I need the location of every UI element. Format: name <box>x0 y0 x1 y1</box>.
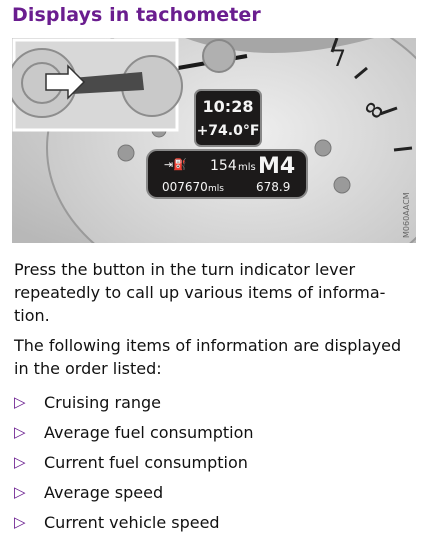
odometer-value: 007670 <box>162 180 208 194</box>
list-item: ▷ Average speed <box>14 477 254 507</box>
list-item: ▷ Current vehicle speed <box>14 507 254 537</box>
dial-number-7: 7 <box>332 47 346 72</box>
list-item-label: Average speed <box>44 482 164 502</box>
list-item: ▷ Current fuel consumption <box>14 447 254 477</box>
information-items-list: ▷ Cruising range ▷ Average fuel consumpt… <box>14 387 254 537</box>
bullet-triangle-icon: ▷ <box>14 393 26 411</box>
bullet-triangle-icon: ▷ <box>14 483 26 501</box>
needle-hub <box>202 39 236 73</box>
instrument-cluster-illustration: 7 8 10:28 +74.0°F ⇥⛽ 154 mls M4 007670 m… <box>12 38 416 243</box>
fuel-pump-icon: ⇥⛽ <box>164 158 187 171</box>
list-intro-paragraph: The following items of information are d… <box>14 336 402 378</box>
clock-display <box>194 89 262 147</box>
bullet-triangle-icon: ▷ <box>14 513 26 531</box>
bullet-triangle-icon: ▷ <box>14 453 26 471</box>
image-watermark: M060AACM <box>402 192 411 238</box>
info-display <box>146 149 308 199</box>
section-heading: Displays in tachometer <box>12 4 261 26</box>
temperature-readout: +74.0°F <box>197 123 260 139</box>
list-item-label: Average fuel consumption <box>44 422 254 442</box>
list-item-label: Current vehicle speed <box>44 512 220 532</box>
gear-indicator: M4 <box>258 154 295 179</box>
list-item: ▷ Cruising range <box>14 387 254 417</box>
trip-value: 678.9 <box>256 180 290 194</box>
list-item-label: Cruising range <box>44 392 162 412</box>
range-value: 154 <box>210 158 237 174</box>
range-unit: mls <box>238 162 256 173</box>
turn-indicator-lever <box>72 72 144 94</box>
instruction-paragraph: Press the button in the turn indicator l… <box>14 260 386 325</box>
odometer-unit: mls <box>208 184 224 194</box>
dial-ticks <box>330 38 413 152</box>
clock-readout: 10:28 <box>203 97 254 116</box>
bullet-triangle-icon: ▷ <box>14 423 26 441</box>
arrow-icon <box>45 64 86 100</box>
list-item: ▷ Average fuel consumption <box>14 417 254 447</box>
list-item-label: Current fuel consumption <box>44 452 248 472</box>
